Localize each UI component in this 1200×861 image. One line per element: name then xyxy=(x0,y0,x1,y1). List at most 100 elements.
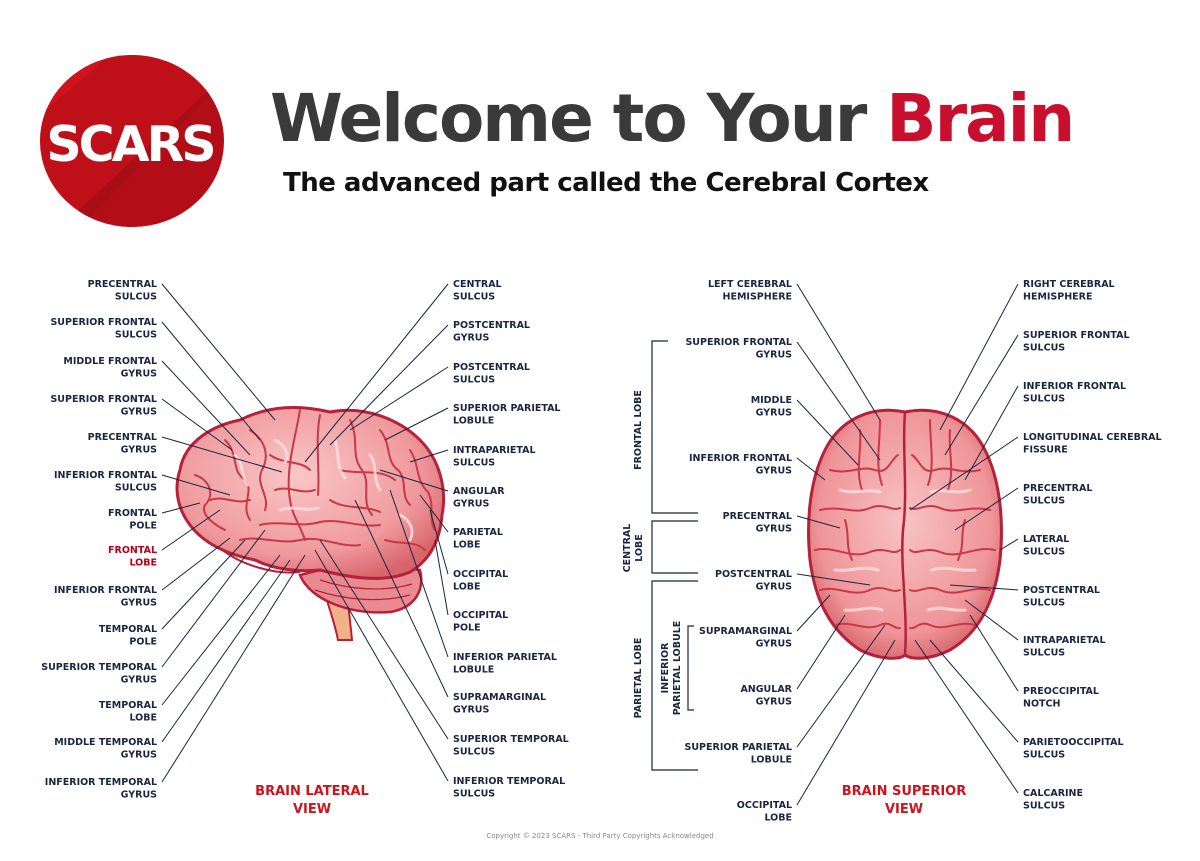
leader-line xyxy=(796,457,826,481)
leader-line xyxy=(349,366,449,431)
leader-line xyxy=(384,407,449,441)
leader-line xyxy=(389,489,449,658)
leader-line xyxy=(161,529,266,668)
page-subtitle: The advanced part called the Cerebral Co… xyxy=(283,168,929,198)
leader-line xyxy=(354,499,449,698)
leader-line xyxy=(796,624,886,748)
leader-line xyxy=(949,584,1019,591)
page-title: Welcome to Your Brain xyxy=(270,78,1170,160)
leader-line xyxy=(161,554,306,783)
superior-brain-illustration xyxy=(807,408,1003,660)
leader-line xyxy=(796,341,881,461)
leader-line xyxy=(929,639,1019,743)
leader-line xyxy=(434,539,449,616)
leader-line xyxy=(161,360,251,456)
leader-line xyxy=(796,573,871,586)
leader-line xyxy=(796,614,846,690)
leader-line xyxy=(161,539,246,630)
copyright: Copyright © 2023 SCARS - Third Party Cop… xyxy=(486,832,714,840)
leader-line xyxy=(796,283,881,421)
leader-line xyxy=(161,554,281,706)
leader-line xyxy=(314,549,449,782)
leader-line xyxy=(161,474,231,496)
leader-line xyxy=(161,502,201,514)
lobe-brackets xyxy=(651,340,698,771)
leader-line xyxy=(409,449,449,463)
leader-line xyxy=(161,559,291,743)
leader-line xyxy=(944,334,1019,456)
lateral-view-title-l2: VIEW xyxy=(293,802,331,817)
leader-line xyxy=(161,537,231,591)
group-central-lobe-l2: LOBE xyxy=(634,534,645,562)
leader-line xyxy=(429,509,449,575)
leader-line xyxy=(419,494,449,533)
leader-line xyxy=(999,538,1019,551)
group-central-lobe-l1: CENTRAL xyxy=(622,524,633,573)
group-inferior-parietal-l2: PARIETAL LOBULE xyxy=(672,621,683,716)
group-parietal-lobe: PARIETAL LOBE xyxy=(633,638,644,719)
leader-line xyxy=(964,599,1019,641)
leader-line xyxy=(954,487,1019,531)
lateral-view-title-l1: BRAIN LATERAL xyxy=(255,784,369,799)
leader-lines xyxy=(161,283,1019,806)
logo-text: SCARS xyxy=(46,116,213,173)
title-main: Welcome to Your xyxy=(270,80,887,157)
leader-line xyxy=(161,398,233,451)
scars-logo: SCARS xyxy=(40,55,224,227)
leader-line xyxy=(319,539,449,740)
leader-line xyxy=(379,469,449,492)
leader-line xyxy=(161,436,283,473)
leader-line xyxy=(796,399,859,466)
leader-line xyxy=(161,283,276,421)
leader-line xyxy=(329,324,449,446)
leader-line xyxy=(939,283,1019,431)
